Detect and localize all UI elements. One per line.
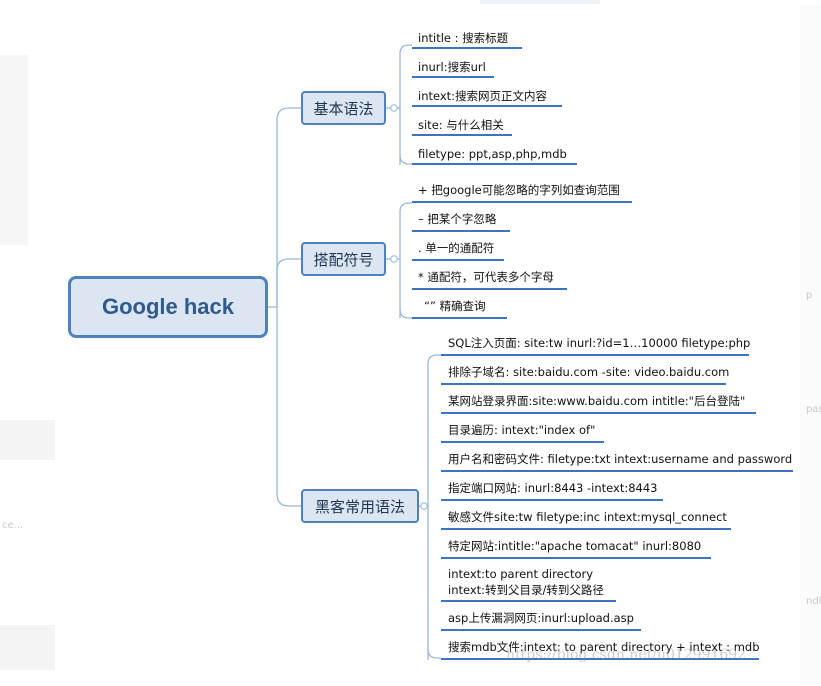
leaf-node[interactable]: 排除子域名: site:baidu.com -site: video.baidu… xyxy=(448,365,730,379)
leaf-underline xyxy=(412,201,632,203)
leaf-node[interactable]: 敏感文件site:tw filetype:inc intext:mysql_co… xyxy=(448,510,727,524)
side-fragment-p: p xyxy=(806,290,813,301)
collapse-toggle-branch-1 xyxy=(390,104,398,112)
leaf-underline xyxy=(441,499,663,501)
leaf-node[interactable]: SQL注入页面: site:tw inurl:?id=1…10000 filet… xyxy=(448,336,751,350)
branch-node-label: 黑客常用语法 xyxy=(314,497,405,516)
connector-root-branch-2 xyxy=(276,258,301,307)
background-panel-left-2 xyxy=(0,420,55,460)
branch-node-label: 基本语法 xyxy=(313,99,374,118)
leaf-underline xyxy=(412,230,510,232)
background-panel-right xyxy=(800,5,821,685)
leaf-node[interactable]: 某网站登录界面:site:www.baidu.com intitle:"后台登陆… xyxy=(448,394,746,408)
leaf-underline xyxy=(441,412,756,414)
leaf-underline xyxy=(412,105,562,107)
connector-branch-2-leaf-bottom xyxy=(399,308,412,319)
connector-branch-1-leaf-top xyxy=(399,44,412,55)
root-node[interactable]: Google hack xyxy=(68,276,268,338)
background-panel-left-3 xyxy=(0,625,55,670)
leaf-node[interactable]: + 把google可能忽略的字列如查询范围 xyxy=(418,183,620,197)
connector-branch-3-leaf-top xyxy=(427,354,441,365)
leaf-node[interactable]: intext:搜索网页正文内容 xyxy=(418,89,548,103)
leaf-underline xyxy=(441,354,749,356)
leaf-node[interactable]: . 单一的通配符 xyxy=(418,241,495,255)
leaf-node[interactable]: “” 精确查询 xyxy=(424,299,486,313)
connector-root-branch-3 xyxy=(276,307,301,507)
side-fragment-ndl: ndl xyxy=(806,596,821,607)
leaf-node[interactable]: intitle : 搜索标题 xyxy=(418,31,509,45)
leaf-underline xyxy=(441,629,641,631)
root-node-label: Google hack xyxy=(101,294,235,319)
leaf-underline xyxy=(441,528,731,530)
leaf-underline xyxy=(412,317,507,319)
leaf-underline xyxy=(441,383,726,385)
leaf-node[interactable]: 特定网站:intitle:"apache tomacat" inurl:8080 xyxy=(448,539,702,553)
branch-node-label: 搭配符号 xyxy=(313,250,374,269)
leaf-underline xyxy=(412,76,494,78)
branch-node-operators[interactable]: 搭配符号 xyxy=(301,242,386,276)
leaf-node[interactable]: 搜索mdb文件:intext: to parent directory + in… xyxy=(448,640,760,654)
connector-root-branch-1 xyxy=(276,107,301,307)
collapse-toggle-branch-3 xyxy=(420,502,428,510)
leaf-node[interactable]: 目录遍历: intext:"index of" xyxy=(448,423,596,437)
leaf-node[interactable]: – 把某个字忽略 xyxy=(418,212,497,226)
branch-node-hacker-syntax[interactable]: 黑客常用语法 xyxy=(301,489,419,523)
leaf-underline xyxy=(412,134,512,136)
leaf-underline xyxy=(441,557,711,559)
leaf-node[interactable]: * 通配符，可代表多个字母 xyxy=(418,270,554,284)
leaf-underline xyxy=(412,259,504,261)
connector-branch-3-leaf-bottom xyxy=(427,648,441,659)
leaf-node[interactable]: inurl:搜索url xyxy=(418,60,486,74)
leaf-node[interactable]: 用户名和密码文件: filetype:txt intext:username a… xyxy=(448,452,793,466)
background-panel-left xyxy=(0,55,28,245)
connector-branch-1-leaf-bottom xyxy=(399,154,412,165)
leaf-underline xyxy=(412,47,522,49)
background-bar-top xyxy=(480,0,600,4)
branch-node-basic-syntax[interactable]: 基本语法 xyxy=(301,91,386,125)
leaf-underline xyxy=(412,163,577,165)
connector-branch-2-leaf-top xyxy=(399,202,412,213)
leaf-node-multiline[interactable]: intext:to parent directory intext:转到父目录/… xyxy=(448,567,604,597)
watermark: https://blog.csdn.net/u012991692 xyxy=(506,647,747,663)
leaf-node[interactable]: 指定端口网站: inurl:8443 -intext:8443 xyxy=(448,481,658,495)
leaf-node[interactable]: site: 与什么相关 xyxy=(418,118,504,132)
leaf-underline xyxy=(412,288,567,290)
leaf-underline xyxy=(441,658,759,660)
leaf-node[interactable]: filetype: ppt,asp,php,mdb xyxy=(418,147,567,161)
collapse-toggle-branch-2 xyxy=(390,255,398,263)
leaf-underline xyxy=(441,470,793,472)
side-fragment-ce: ce... xyxy=(2,520,24,531)
side-fragment-pas: pas xyxy=(806,404,821,415)
leaf-node[interactable]: asp上传漏洞网页:inurl:upload.asp xyxy=(448,611,634,625)
leaf-underline xyxy=(441,600,616,602)
leaf-underline xyxy=(441,441,604,443)
